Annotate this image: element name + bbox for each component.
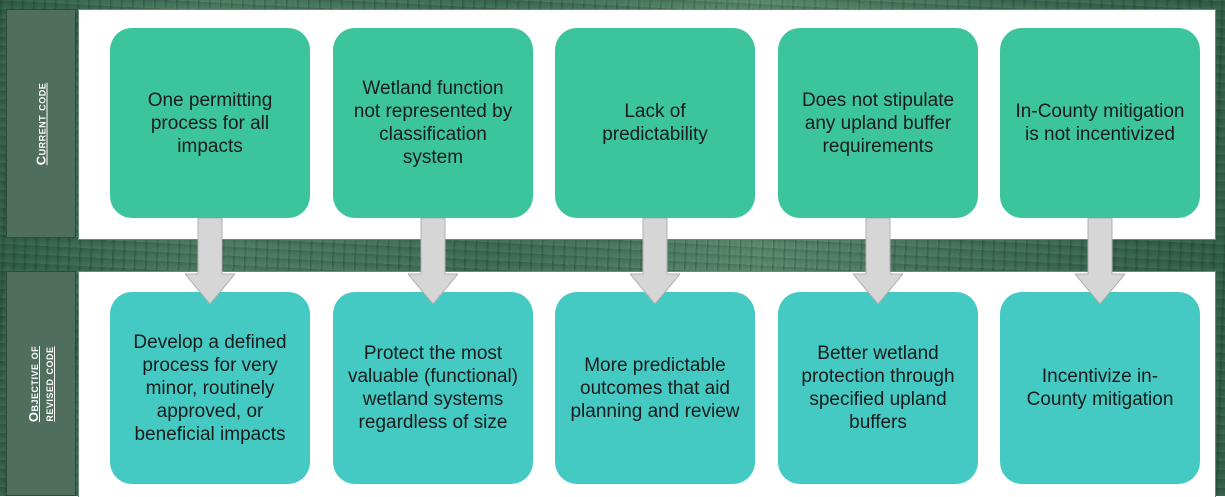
objective-box-2: Protect the most valuable (functional) w… (333, 292, 533, 484)
current-code-box-1: One permitting process for all impacts (110, 28, 310, 218)
objective-box-3: More predictable outcomes that aid plann… (555, 292, 755, 484)
row-label-current-code: Current code (6, 9, 76, 238)
current-code-box-2: Wetland function not represented by clas… (333, 28, 533, 218)
row-label-objective-line1: Objective of (26, 345, 41, 422)
objective-box-4: Better wetland protection through specif… (778, 292, 978, 484)
down-arrow-icon (853, 218, 903, 304)
down-arrow-icon (408, 218, 458, 304)
row-label-objective-line2: revised code (41, 345, 56, 422)
objective-box-1: Develop a defined process for very minor… (110, 292, 310, 484)
current-code-box-5: In-County mitigation is not incentivized (1000, 28, 1200, 218)
current-code-box-3: Lack of predictability (555, 28, 755, 218)
objective-box-5: Incentivize in-County mitigation (1000, 292, 1200, 484)
down-arrow-icon (185, 218, 235, 304)
down-arrow-icon (1075, 218, 1125, 304)
current-code-box-4: Does not stipulate any upland buffer req… (778, 28, 978, 218)
row-label-current-code-text: Current code (33, 82, 49, 165)
row-label-objective: Objective of revised code (6, 271, 76, 496)
down-arrow-icon (630, 218, 680, 304)
